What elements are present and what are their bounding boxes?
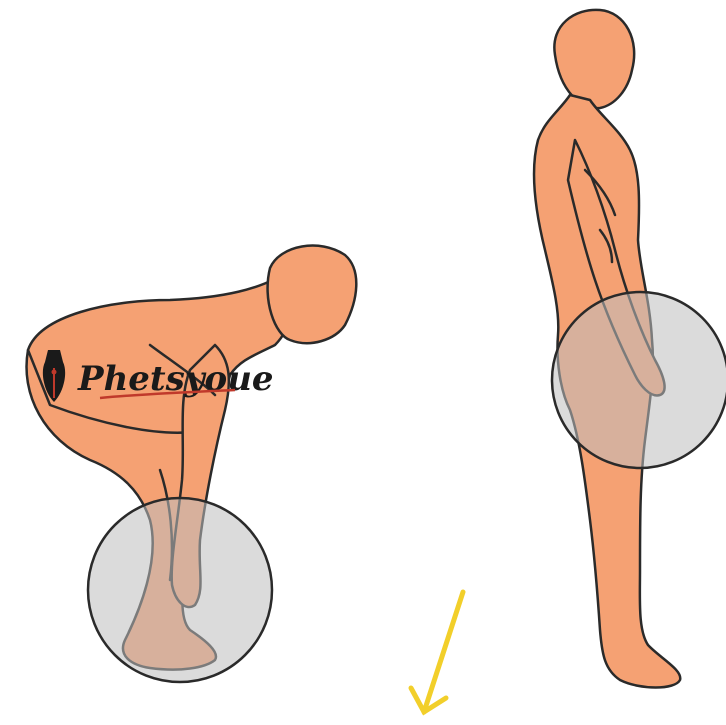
right-weight-plate xyxy=(552,292,726,468)
arrow-down-left-icon xyxy=(411,592,463,712)
left-weight-plate xyxy=(88,498,272,682)
